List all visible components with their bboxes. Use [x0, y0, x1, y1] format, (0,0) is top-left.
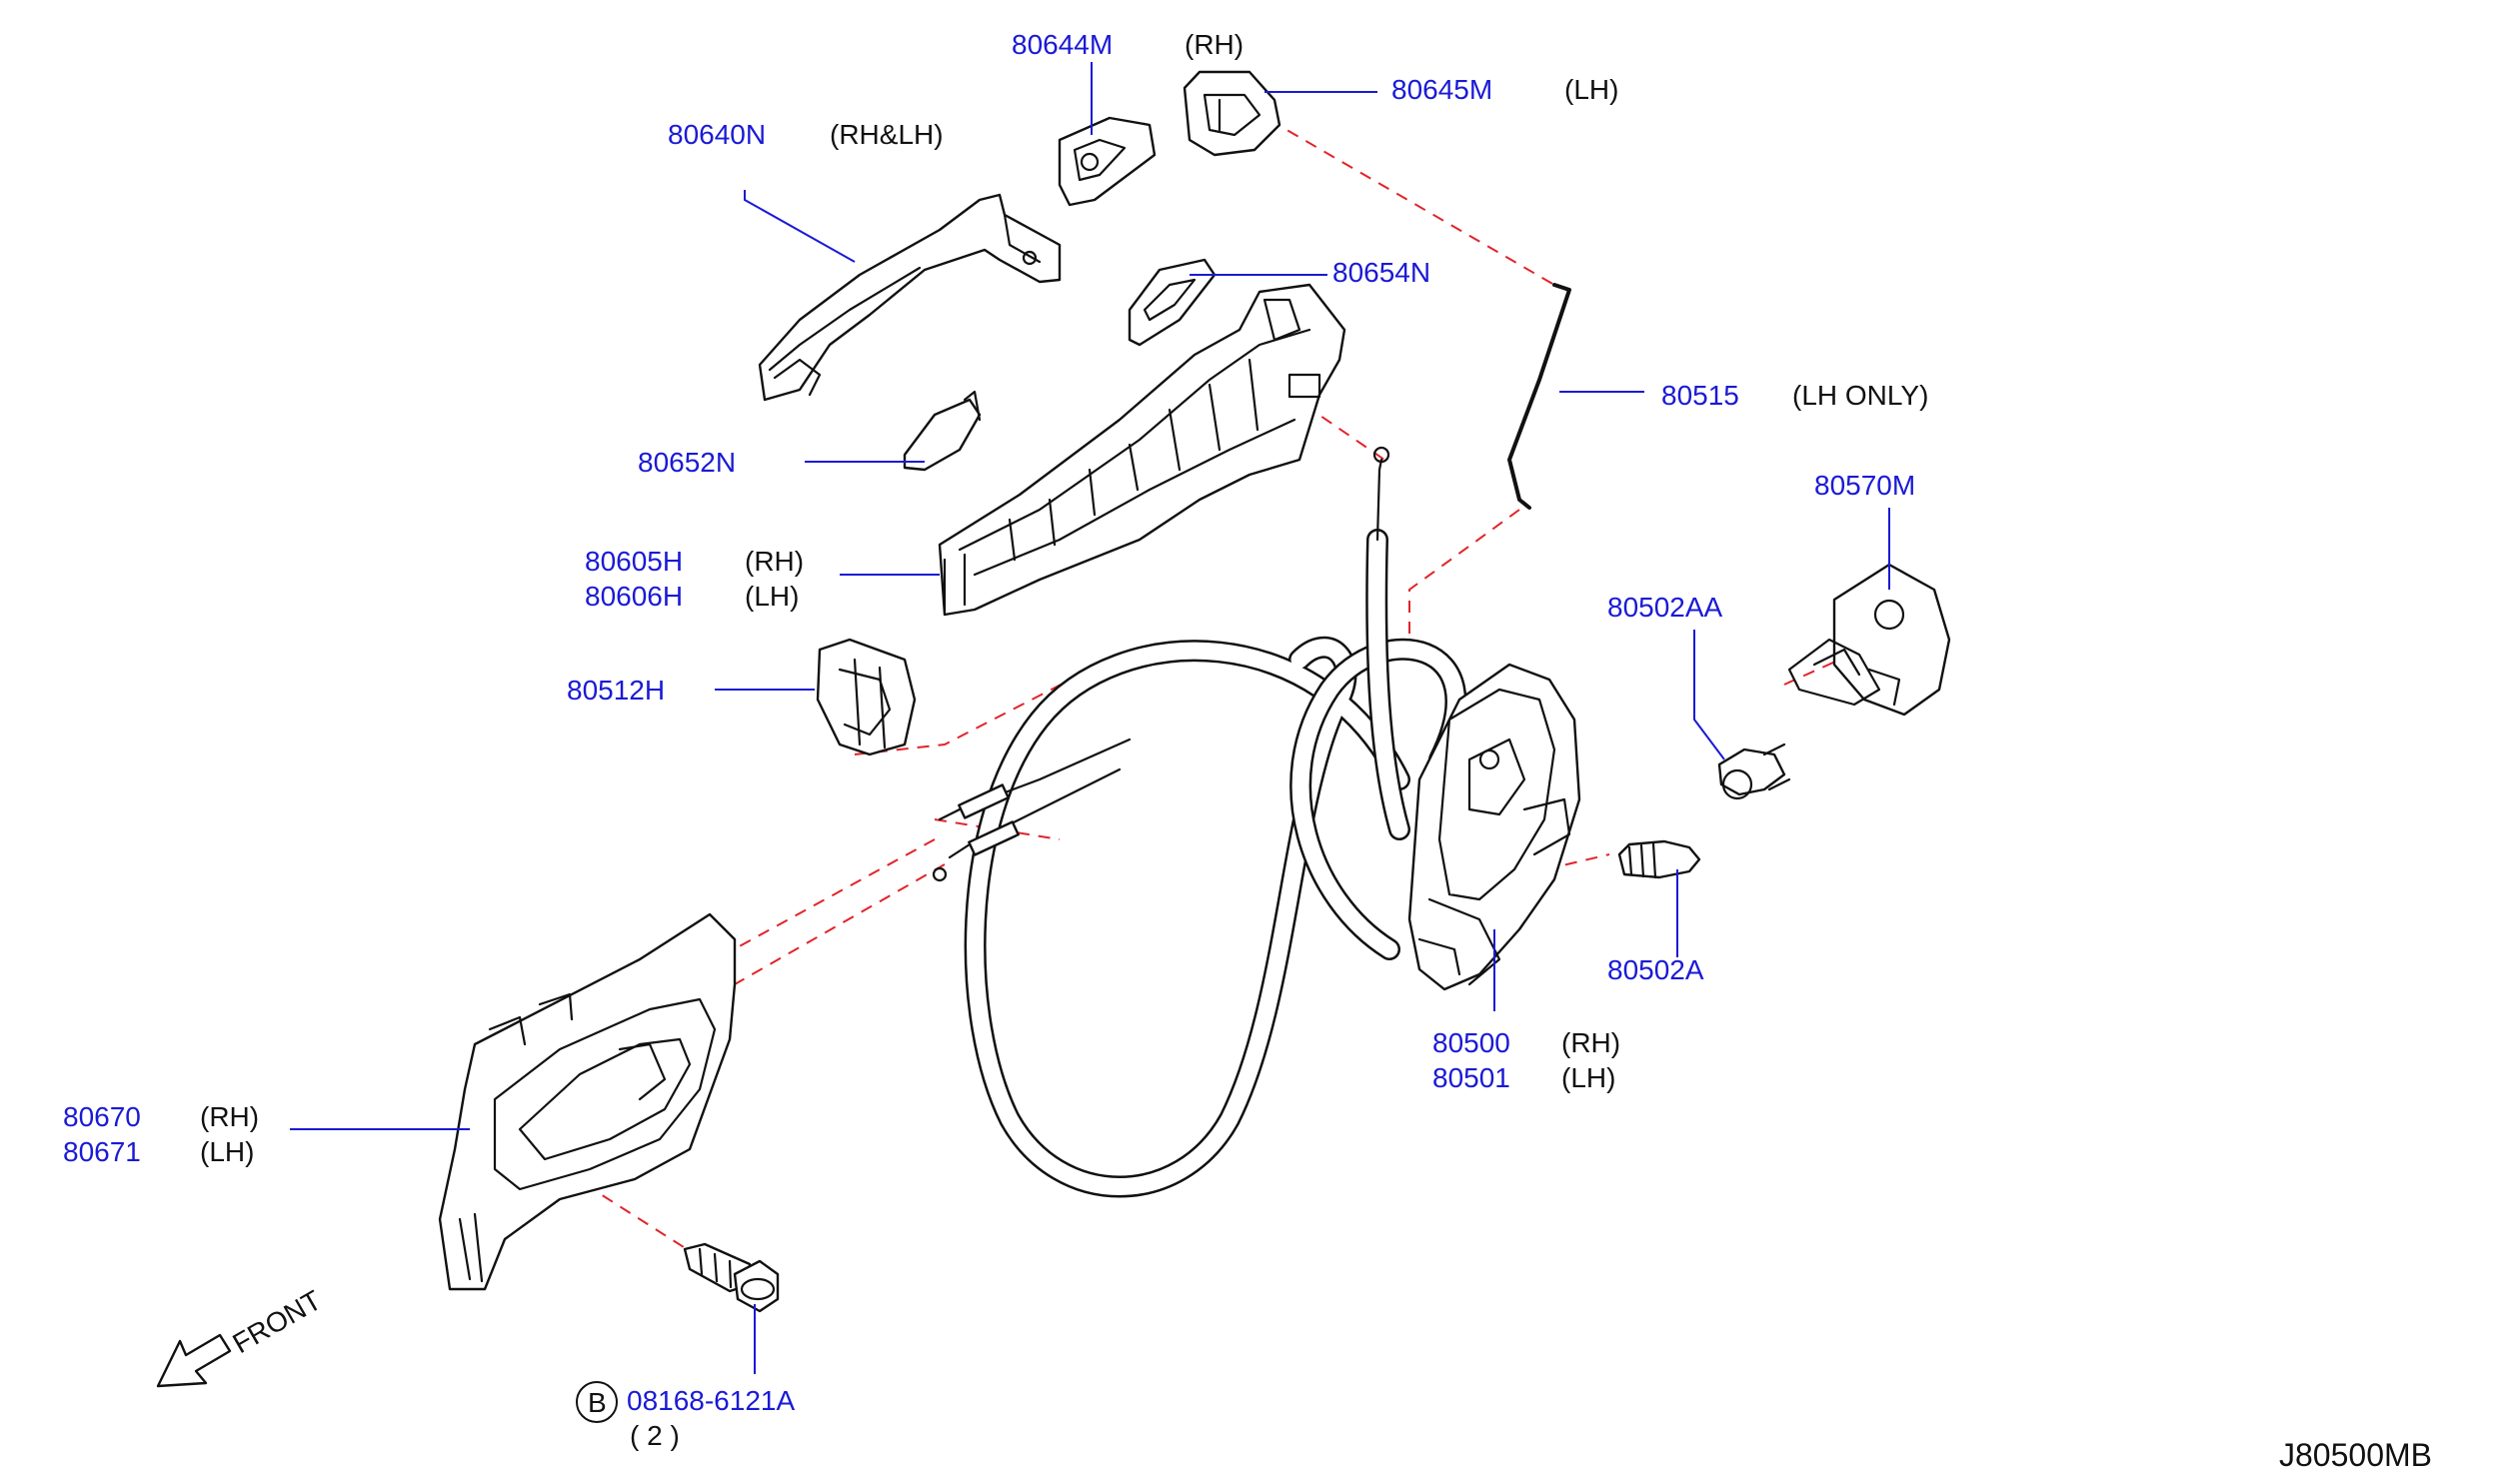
striker-part[interactable] — [1787, 563, 1951, 717]
callout-80570m[interactable]: 80570M — [1814, 470, 1915, 501]
screw-80502a-part[interactable] — [1617, 839, 1701, 879]
front-label: FRONT — [228, 1284, 327, 1359]
door-lock-actuator-part[interactable] — [1407, 663, 1581, 991]
callout-80644m-side: (RH) — [1185, 29, 1244, 60]
callout-80640n-side: (RH&LH) — [830, 119, 944, 150]
bolt-symbol: B — [588, 1387, 607, 1418]
callout-80605h[interactable]: 80605H — [585, 546, 683, 577]
escutcheon-rh-part[interactable] — [1058, 116, 1157, 207]
bolt-part[interactable] — [683, 1242, 780, 1313]
callout-80652n[interactable]: 80652N — [638, 447, 736, 478]
front-direction-indicator: FRONT — [156, 1284, 327, 1388]
callout-80502a[interactable]: 80502A — [1607, 954, 1704, 985]
callout-08168-6121a[interactable]: 08168-6121A — [627, 1385, 795, 1416]
callout-80645m[interactable]: 80645M — [1391, 74, 1492, 105]
callout-80515-side: (LH ONLY) — [1792, 380, 1928, 411]
front-arrow-icon — [156, 1333, 232, 1388]
callout-80644m[interactable]: 80644M — [1012, 29, 1113, 60]
callout-80671[interactable]: 80671 — [63, 1136, 141, 1167]
release-cables-part[interactable] — [932, 446, 1467, 1198]
outside-handle-part[interactable] — [758, 193, 1062, 402]
callout-80640n[interactable]: 80640N — [668, 119, 766, 150]
callout-80654n[interactable]: 80654N — [1332, 257, 1430, 288]
leader-lines — [290, 62, 1890, 1374]
callout-80501-side: (LH) — [1561, 1062, 1615, 1093]
handle-bracket-part[interactable] — [938, 283, 1346, 617]
callout-80645m-side: (LH) — [1564, 74, 1618, 105]
callout-80670[interactable]: 80670 — [63, 1101, 141, 1132]
lock-rod-part[interactable] — [1507, 283, 1571, 510]
gasket-front-part[interactable] — [1128, 258, 1217, 347]
callout-80606h-side: (LH) — [745, 581, 799, 612]
callout-80501[interactable]: 80501 — [1432, 1062, 1510, 1093]
callout-80502aa[interactable]: 80502AA — [1607, 592, 1723, 623]
screw-80502aa-part[interactable] — [1717, 742, 1791, 800]
bolt-quantity: ( 2 ) — [630, 1420, 680, 1451]
cable-clip-part[interactable] — [816, 638, 917, 756]
callout-80515[interactable]: 80515 — [1661, 380, 1739, 411]
callout-80670-side: (RH) — [200, 1101, 259, 1132]
callout-80606h[interactable]: 80606H — [585, 581, 683, 612]
callout-80605h-side: (RH) — [745, 546, 804, 577]
bolt-symbol-circle — [576, 1381, 618, 1423]
escutcheon-lh-part[interactable] — [1183, 70, 1281, 157]
inside-handle-part[interactable] — [438, 912, 737, 1291]
callout-labels: 80644M (RH) 80645M (LH) 80640N (RH&LH) 8… — [63, 29, 1928, 1451]
diagram-code: J80500MB — [2279, 1437, 2432, 1473]
callout-80500-side: (RH) — [1561, 1027, 1620, 1058]
gasket-rear-part[interactable] — [903, 390, 982, 472]
callout-80671-side: (LH) — [200, 1136, 254, 1167]
callout-80512h[interactable]: 80512H — [567, 675, 665, 706]
callout-80500[interactable]: 80500 — [1432, 1027, 1510, 1058]
